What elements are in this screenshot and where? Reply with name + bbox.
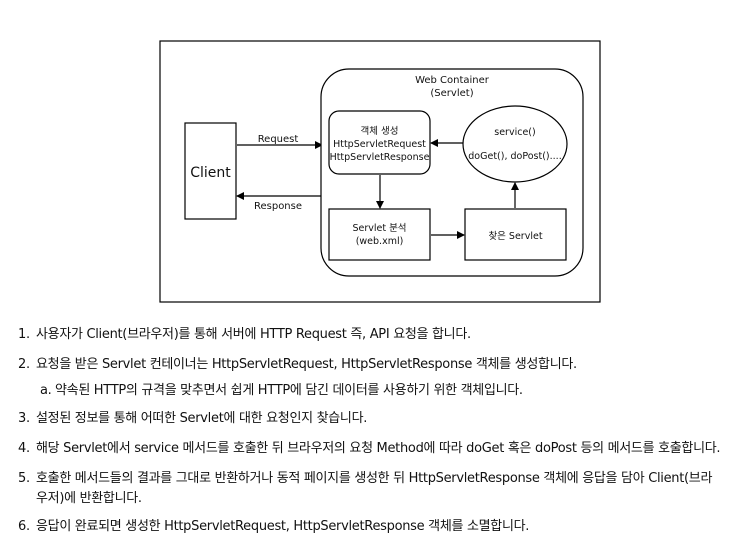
step-text: 우저)에 반환합니다.: [36, 491, 142, 506]
step-item: 1. 사용자가 Client(브라우저)를 통해 서버에 HTTP Request…: [18, 325, 746, 345]
step-text: 호출한 메서드들의 결과를 그대로 반환하거나 동적 페이지를 생성한 뒤 Ht…: [36, 471, 713, 486]
client-label: Client: [190, 165, 231, 181]
create-objects-label: 객체 생성: [361, 126, 399, 137]
step-number: 6.: [18, 519, 30, 534]
create-response-label: HttpServletResponse: [330, 152, 430, 163]
sub-step-item: a.약속된 HTTP의 규격을 맞추면서 쉽게 HTTP에 담긴 데이터를 사용…: [18, 381, 746, 401]
step-text: 응답이 완료되면 생성한 HttpServletRequest, HttpSer…: [36, 519, 530, 534]
servlet-flow-diagram: Client Request Response Web Container (S…: [159, 40, 601, 303]
web-container-subtitle: (Servlet): [430, 88, 473, 99]
servlet-analyze-box: [328, 208, 431, 261]
web-container-title: Web Container: [415, 75, 490, 86]
step-text: 해당 Servlet에서 service 메서드를 호출한 뒤 브라우저의 요청…: [36, 441, 721, 456]
step-item: 3. 설정된 정보를 통해 어떠한 Servlet에 대한 요청인지 찾습니다.: [18, 409, 746, 429]
step-number: 1.: [18, 327, 30, 342]
step-text: 요청을 받은 Servlet 컨테이너는 HttpServletRequest,…: [36, 357, 577, 372]
client-box: [184, 122, 237, 220]
step-number: 5.: [18, 471, 30, 486]
step-number: 2.: [18, 357, 30, 372]
service-label: service(): [494, 127, 535, 138]
found-servlet-box: [464, 208, 567, 261]
step-item: 4. 해당 Servlet에서 service 메서드를 호출한 뒤 브라우저의 …: [18, 439, 746, 459]
doget-dopost-label: doGet(), doPost()....: [468, 151, 561, 162]
request-label: Request: [258, 134, 299, 145]
step-text: 사용자가 Client(브라우저)를 통해 서버에 HTTP Request 즉…: [36, 327, 471, 342]
step-number: 4.: [18, 441, 30, 456]
found-servlet-label: 찾은 Servlet: [488, 231, 542, 242]
service-ellipse: [462, 105, 568, 183]
step-text: 약속된 HTTP의 규격을 맞추면서 쉽게 HTTP에 담긴 데이터를 사용하기…: [55, 383, 523, 398]
step-list: 1. 사용자가 Client(브라우저)를 통해 서버에 HTTP Request…: [18, 325, 746, 537]
step-item: 6. 응답이 완료되면 생성한 HttpServletRequest, HttpS…: [18, 517, 746, 537]
step-number: 3.: [18, 411, 30, 426]
web-xml-label: (web.xml): [356, 236, 404, 247]
create-request-label: HttpServletRequest: [333, 139, 426, 150]
step-text: 설정된 정보를 통해 어떠한 Servlet에 대한 요청인지 찾습니다.: [36, 411, 368, 426]
servlet-analyze-label: Servlet 분석: [352, 223, 406, 234]
step-item: 2. 요청을 받은 Servlet 컨테이너는 HttpServletReques…: [18, 355, 746, 375]
response-label: Response: [254, 201, 302, 212]
step-item: 5. 호출한 메서드들의 결과를 그대로 반환하거나 동적 페이지를 생성한 뒤 …: [18, 469, 746, 509]
step-number: a.: [40, 383, 52, 398]
